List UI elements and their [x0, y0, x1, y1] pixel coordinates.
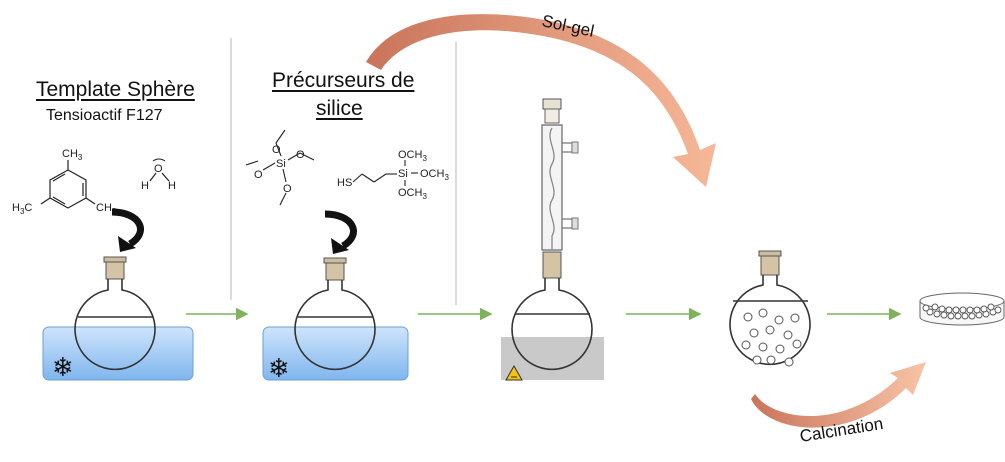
- svg-text:OCH3: OCH3: [398, 187, 427, 201]
- step1-title: Template Sphère: [36, 78, 195, 101]
- flask-with-spheres: [729, 250, 811, 367]
- curved-black-arrow: [324, 210, 357, 254]
- hot-surface-warning-icon: [505, 364, 523, 381]
- solgel-curved-arrow: [366, 14, 716, 188]
- oxygen-atom: O: [283, 183, 292, 195]
- oxygen-atom: O: [272, 144, 281, 156]
- svg-text:CH3: CH3: [62, 148, 83, 162]
- svg-text:OCH3: OCH3: [420, 168, 449, 182]
- water-hydrogen: H: [168, 180, 176, 192]
- step1-subtitle: Tensioactif F127: [46, 107, 163, 124]
- water-molecule: O H H: [141, 158, 176, 192]
- oxygen-atom: O: [296, 149, 305, 161]
- water-hydrogen: H: [141, 180, 149, 192]
- ice-bath: [262, 326, 409, 381]
- teos-molecule: [245, 129, 315, 206]
- calcination-curved-arrow: [751, 362, 926, 428]
- oxygen-atom: O: [254, 169, 263, 181]
- step2-title-line1: Précurseurs de: [272, 69, 415, 92]
- reflux-condenser: [541, 98, 579, 279]
- snowflake-icon: ❄: [52, 353, 74, 383]
- svg-text:H3C: H3C: [12, 202, 32, 216]
- mptms-molecule: [352, 160, 418, 186]
- snowflake-icon: ❄: [268, 354, 290, 384]
- round-bottom-flask: [74, 256, 156, 371]
- ice-bath: [42, 326, 194, 381]
- round-bottom-flask: [294, 257, 376, 371]
- svg-text:OCH3: OCH3: [398, 149, 427, 163]
- step2-title-line2: silice: [316, 97, 363, 120]
- trimethylbenzene-molecule: [40, 160, 96, 209]
- silicon-atom: Si: [276, 158, 286, 170]
- dish-with-spheres: [919, 292, 1005, 326]
- silicon-atom: Si: [398, 168, 408, 180]
- water-oxygen: O: [154, 163, 163, 175]
- curved-black-arrow: [111, 208, 144, 252]
- round-bottom-flask: [511, 278, 593, 371]
- thiol-label: HS: [337, 177, 352, 189]
